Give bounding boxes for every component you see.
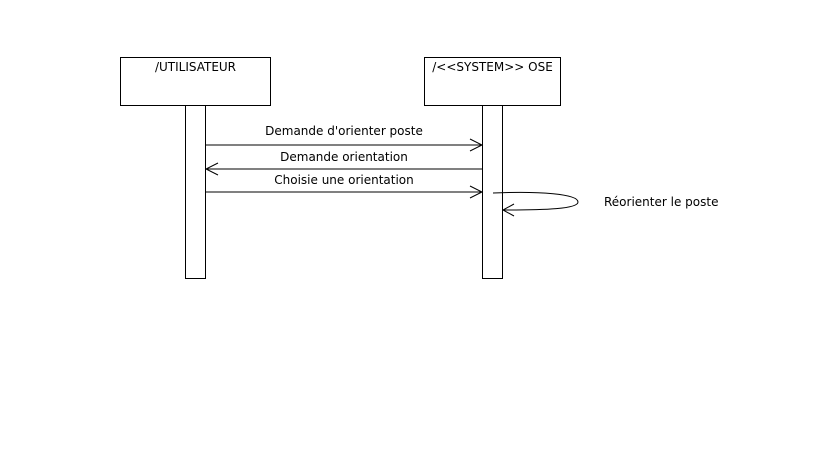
participant-system-ose-label: /<<SYSTEM>> OSE [432,60,553,74]
self-message-label: Réorienter le poste [604,195,719,209]
participant-utilisateur-label: /UTILISATEUR [154,60,237,74]
message-arrow-1 [206,138,484,152]
participant-utilisateur: /UTILISATEUR [120,57,271,106]
message-label-2: Demande orientation [280,150,408,164]
participant-system-ose: /<<SYSTEM>> OSE [424,57,561,106]
activation-bar-utilisateur [185,105,206,279]
message-label-1: Demande d'orienter poste [265,124,423,138]
self-message-arrow [492,191,579,217]
message-label-3: Choisie une orientation [274,173,414,187]
message-arrow-3 [206,185,484,199]
message-arrow-2 [204,162,482,176]
